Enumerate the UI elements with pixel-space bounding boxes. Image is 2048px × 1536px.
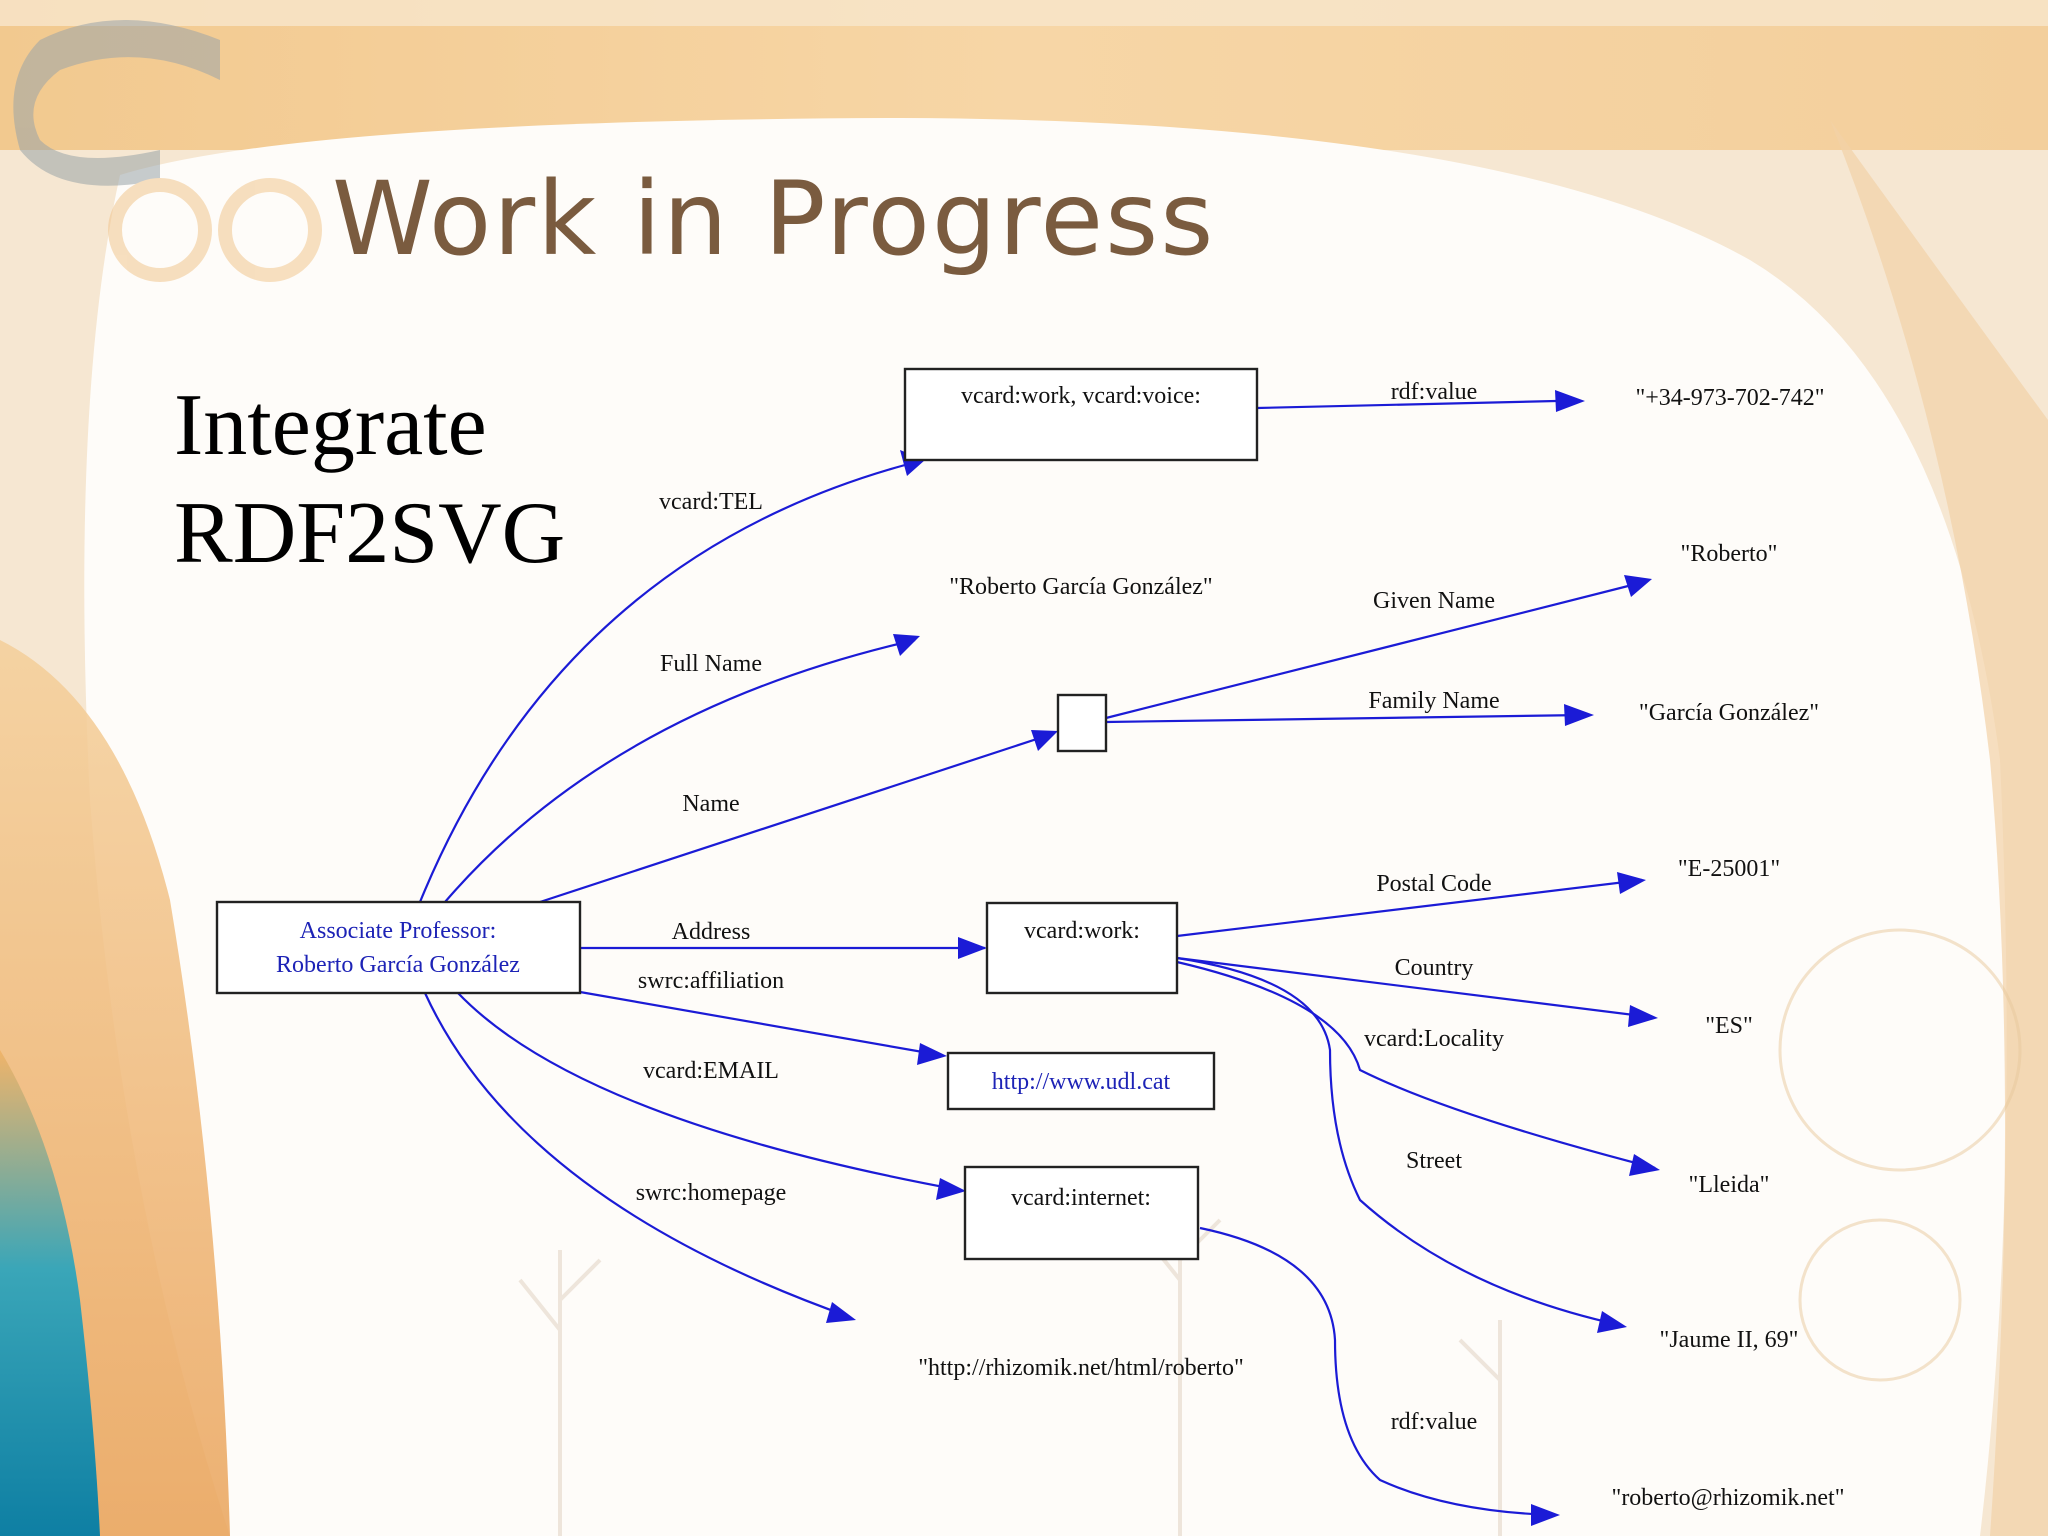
edge-locality — [1176, 960, 1656, 1170]
edge-tel-value — [1256, 399, 1557, 410]
literal-full-name: "Roberto García González" — [949, 574, 1212, 600]
graph-arrowheads — [826, 390, 1660, 1526]
node-address — [985, 901, 1179, 995]
edge-label-homepage: swrc:homepage — [636, 1180, 787, 1206]
edge-label-email: vcard:EMAIL — [643, 1058, 779, 1084]
edge-label-street: Street — [1406, 1148, 1462, 1174]
arrowhead-name — [1031, 730, 1058, 751]
arrowhead-full-name — [893, 634, 920, 656]
edge-label-full-name: Full Name — [660, 651, 762, 677]
edge-tel — [418, 463, 906, 903]
literal-postal-code: "E-25001" — [1678, 856, 1780, 882]
node-professor-line2: Roberto García González — [276, 952, 520, 978]
arrowhead-country — [1628, 1005, 1658, 1027]
edge-email — [457, 992, 961, 1192]
edge-full-name — [444, 638, 916, 903]
graph-literals: "+34-973-702-742" "Roberto García Gonzál… — [918, 385, 1844, 1511]
edge-name — [539, 732, 1053, 904]
node-professor-line1: Associate Professor: — [300, 918, 497, 944]
edge-label-name: Name — [682, 791, 739, 817]
subtitle-line-1: Integrate — [174, 377, 487, 474]
arrowhead-given-name — [1624, 575, 1652, 597]
edge-label-postal-code: Postal Code — [1376, 871, 1491, 897]
literal-phone: "+34-973-702-742" — [1635, 385, 1824, 411]
literal-street: "Jaume II, 69" — [1660, 1327, 1799, 1353]
node-name-blank — [1056, 693, 1108, 753]
arrowhead-locality — [1629, 1154, 1660, 1176]
node-affiliation-label[interactable]: http://www.udl.cat — [992, 1069, 1171, 1095]
edge-homepage — [424, 992, 851, 1319]
edge-email-value — [1199, 1226, 1556, 1517]
edge-postal-code — [1176, 878, 1643, 938]
node-internet-label: vcard:internet: — [1011, 1185, 1151, 1211]
edge-label-email-value: rdf:value — [1391, 1409, 1478, 1435]
edge-street — [1176, 956, 1621, 1327]
edge-country — [1176, 956, 1651, 1019]
literal-country: "ES" — [1705, 1013, 1753, 1039]
arrowhead-homepage — [826, 1302, 856, 1323]
edge-label-tel: vcard:TEL — [659, 489, 763, 515]
literal-family-name: "García González" — [1639, 700, 1819, 726]
literal-homepage: "http://rhizomik.net/html/roberto" — [918, 1355, 1244, 1381]
node-address-label: vcard:work: — [1024, 918, 1140, 944]
subtitle: Integrate RDF2SVG — [174, 372, 565, 588]
arrowhead-tel-value — [1555, 390, 1585, 412]
edge-label-country: Country — [1395, 955, 1474, 981]
edge-label-affiliation: swrc:affiliation — [638, 968, 784, 994]
edge-family-name — [1105, 713, 1586, 724]
edge-label-locality: vcard:Locality — [1364, 1026, 1504, 1052]
edge-label-given-name: Given Name — [1373, 588, 1495, 614]
edge-affiliation — [579, 990, 941, 1057]
literal-locality: "Lleida" — [1689, 1172, 1770, 1198]
literal-email: "roberto@rhizomik.net" — [1612, 1485, 1845, 1511]
edge-label-address: Address — [672, 919, 751, 945]
arrowhead-postal-code — [1617, 872, 1646, 894]
node-tel-label: vcard:work, vcard:voice: — [961, 383, 1201, 409]
edge-label-tel-value: rdf:value — [1391, 379, 1478, 405]
arrowhead-family-name — [1564, 704, 1594, 726]
slide-title: Work in Progress — [332, 160, 1216, 279]
arrowhead-address — [958, 937, 987, 959]
node-professor — [215, 900, 582, 995]
graph-edges — [418, 399, 1656, 1517]
arrowhead-street — [1597, 1311, 1627, 1333]
arrowhead-email-value — [1531, 1504, 1560, 1526]
node-affiliation — [946, 1051, 1216, 1111]
arrowhead-affiliation — [917, 1043, 947, 1065]
logo-mark — [13, 20, 322, 282]
node-internet — [963, 1165, 1200, 1261]
graph-nodes: Associate Professor: Roberto García Gonz… — [215, 367, 1259, 1261]
edge-given-name — [1105, 581, 1641, 720]
edge-label-family-name: Family Name — [1368, 688, 1499, 714]
arrowhead-email — [936, 1178, 966, 1200]
subtitle-line-2: RDF2SVG — [174, 485, 566, 582]
node-tel — [903, 367, 1259, 462]
graph-edge-labels: vcard:TEL rdf:value Full Name Name Given… — [636, 379, 1504, 1435]
literal-given-name: "Roberto" — [1681, 541, 1778, 567]
